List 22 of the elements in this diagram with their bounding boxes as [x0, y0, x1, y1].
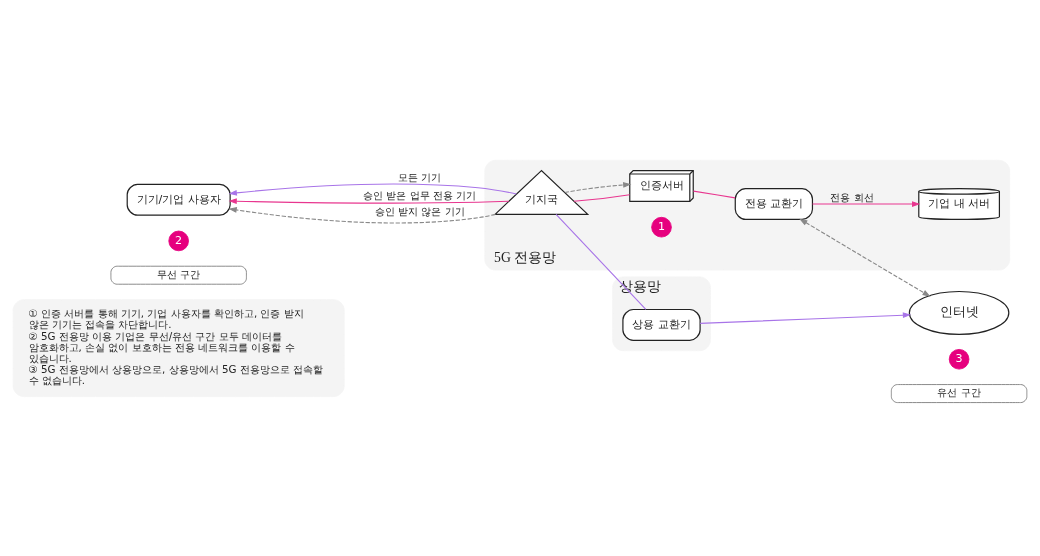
- arrow: [799, 218, 931, 297]
- edge-label: 승인 받은 업무 전용 기기: [363, 189, 477, 202]
- arrow: [699, 312, 912, 324]
- edge-label: 모든 기기: [398, 171, 442, 184]
- connector: [573, 194, 631, 202]
- arrow: [811, 201, 921, 207]
- node-box: 유선 구간: [890, 384, 1028, 403]
- connector: [555, 213, 647, 310]
- connector: [692, 190, 736, 199]
- node-box: 상용 교환기: [622, 308, 701, 341]
- node-box: 기기/기업 사용자: [126, 183, 231, 216]
- arrow: [564, 182, 632, 194]
- arrow: [228, 207, 496, 224]
- node-circle: 2: [168, 230, 189, 252]
- node-box: 전용 교환기: [734, 188, 814, 221]
- node-circle: 3: [948, 348, 970, 370]
- node-box: 무선 구간: [110, 265, 247, 285]
- arrow: [228, 198, 510, 205]
- node-circle: 1: [651, 216, 672, 238]
- edge-label: 전용 회선: [830, 191, 874, 204]
- arrow: [228, 183, 517, 196]
- edge-label: 승인 받지 않은 기기: [374, 204, 465, 217]
